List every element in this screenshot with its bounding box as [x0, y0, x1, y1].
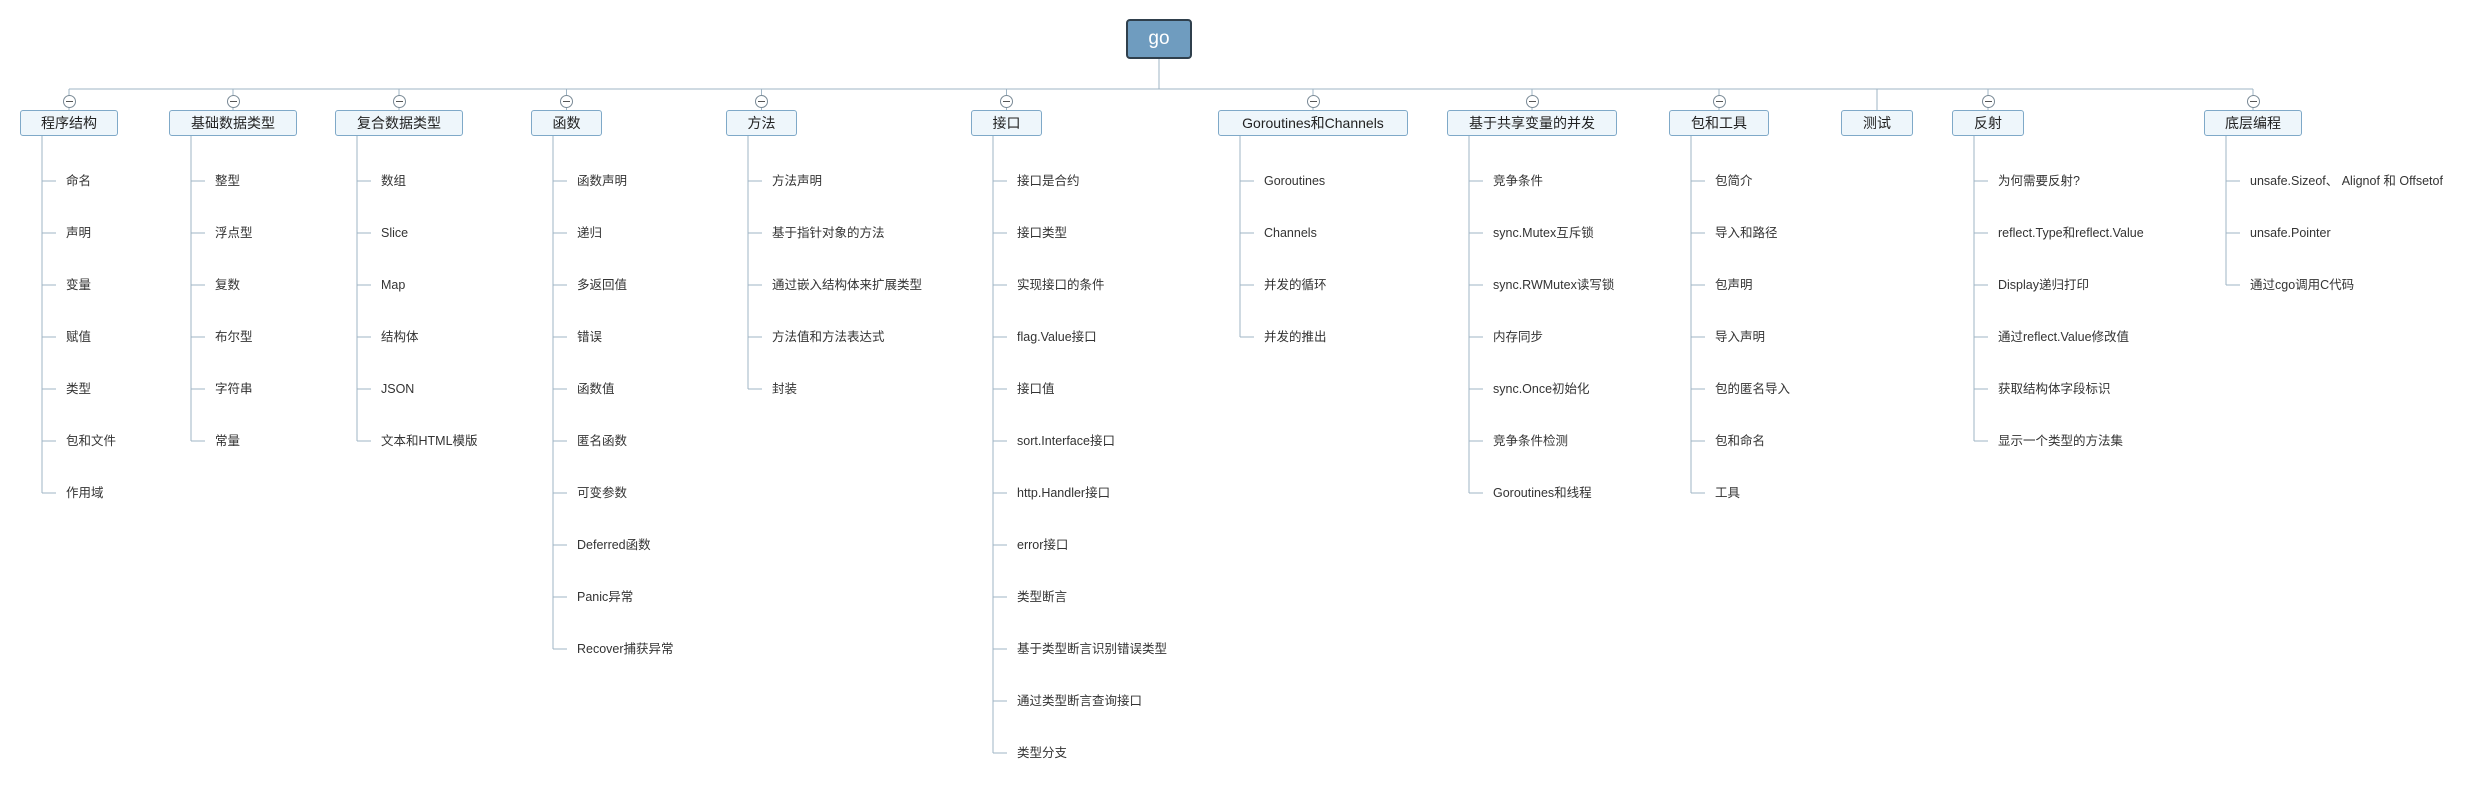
branch-node[interactable]: 复合数据类型 [335, 110, 463, 136]
leaf-node[interactable]: 接口值 [1017, 382, 1055, 396]
leaf-node[interactable]: 函数声明 [577, 174, 628, 188]
branch-node[interactable]: 基础数据类型 [169, 110, 297, 136]
leaf-node[interactable]: 类型 [66, 382, 92, 396]
leaf-node[interactable]: 基于类型断言识别错误类型 [1017, 642, 1168, 656]
leaf-node[interactable]: 作用域 [66, 486, 104, 500]
leaf-node[interactable]: 包声明 [1715, 278, 1753, 292]
leaf-node[interactable]: 函数值 [577, 382, 615, 396]
leaf-node[interactable]: 接口是合约 [1017, 174, 1080, 188]
root-node[interactable]: go [1126, 19, 1192, 59]
leaf-node[interactable]: 通过cgo调用C代码 [2250, 278, 2355, 292]
leaf-node[interactable]: 变量 [66, 278, 92, 292]
branch-node[interactable]: 底层编程 [2204, 110, 2302, 136]
leaf-node[interactable]: 包的匿名导入 [1715, 382, 1791, 396]
collapse-toggle-icon[interactable] [62, 95, 76, 108]
branch-node[interactable]: 程序结构 [20, 110, 118, 136]
leaf-node[interactable]: 通过类型断言查询接口 [1017, 694, 1143, 708]
leaf-node[interactable]: 匿名函数 [577, 434, 628, 448]
leaf-node[interactable]: Channels [1264, 226, 1317, 240]
leaf-node[interactable]: reflect.Type和reflect.Value [1998, 226, 2144, 240]
leaf-node[interactable]: 导入声明 [1715, 330, 1766, 344]
leaf-node[interactable]: http.Handler接口 [1017, 486, 1111, 500]
leaf-node[interactable]: 类型分支 [1017, 746, 1068, 760]
leaf-node[interactable]: flag.Value接口 [1017, 330, 1097, 344]
leaf-node[interactable]: unsafe.Sizeof、 Alignof 和 Offsetof [2250, 174, 2443, 188]
collapse-toggle-icon[interactable] [1306, 95, 1320, 108]
leaf-node[interactable]: 封装 [772, 382, 798, 396]
leaf-node[interactable]: Recover捕获异常 [577, 642, 674, 656]
collapse-toggle-icon[interactable] [226, 95, 240, 108]
leaf-node[interactable]: 方法值和方法表达式 [772, 330, 885, 344]
leaf-node[interactable]: 显示一个类型的方法集 [1998, 434, 2124, 448]
leaf-node[interactable]: 竞争条件 [1493, 174, 1544, 188]
collapse-toggle-icon[interactable] [392, 95, 406, 108]
leaf-node[interactable]: 方法声明 [772, 174, 823, 188]
collapse-toggle-icon[interactable] [1525, 95, 1539, 108]
leaf-node[interactable]: Map [381, 278, 406, 292]
branch-node[interactable]: Goroutines和Channels [1218, 110, 1408, 136]
leaf-node[interactable]: Panic异常 [577, 590, 634, 604]
leaf-node[interactable]: 导入和路径 [1715, 226, 1778, 240]
collapse-toggle-icon[interactable] [560, 95, 573, 108]
branch-node[interactable]: 测试 [1841, 110, 1913, 136]
leaf-node[interactable]: 可变参数 [577, 486, 628, 500]
leaf-node[interactable]: 数组 [381, 174, 407, 188]
leaf-node[interactable]: 类型断言 [1017, 590, 1068, 604]
branch-node[interactable]: 基于共享变量的并发 [1447, 110, 1617, 136]
branch-node[interactable]: 方法 [726, 110, 797, 136]
branch-node[interactable]: 接口 [971, 110, 1042, 136]
leaf-node[interactable]: 包简介 [1715, 174, 1753, 188]
leaf-node[interactable]: 复数 [215, 278, 241, 292]
leaf-node[interactable]: 整型 [215, 174, 241, 188]
leaf-node[interactable]: Deferred函数 [577, 538, 651, 552]
leaf-node[interactable]: 赋值 [66, 330, 92, 344]
leaf-node[interactable]: sort.Interface接口 [1017, 434, 1115, 448]
leaf-node[interactable]: 命名 [66, 174, 92, 188]
leaf-node[interactable]: 声明 [66, 226, 92, 240]
leaf-node[interactable]: error接口 [1017, 538, 1069, 552]
leaf-node[interactable]: 通过reflect.Value修改值 [1998, 330, 2130, 344]
leaf-node[interactable]: sync.RWMutex读写锁 [1493, 278, 1615, 292]
leaf-node[interactable]: 字符串 [215, 382, 253, 396]
leaf-node[interactable]: 常量 [215, 434, 241, 448]
leaf-node[interactable]: Goroutines和线程 [1493, 486, 1592, 500]
leaf-node[interactable]: 通过嵌入结构体来扩展类型 [772, 278, 923, 292]
leaf-node[interactable]: 布尔型 [215, 330, 253, 344]
leaf-node[interactable]: 为何需要反射? [1998, 174, 2080, 188]
collapse-toggle-icon[interactable] [2246, 95, 2260, 108]
leaf-node[interactable]: 并发的推出 [1264, 330, 1327, 344]
leaf-node[interactable]: 包和文件 [66, 434, 117, 448]
leaf-node[interactable]: 工具 [1715, 486, 1741, 500]
leaf-node[interactable]: 接口类型 [1017, 226, 1068, 240]
leaf-node[interactable]: 递归 [577, 226, 603, 240]
leaf-node[interactable]: 包和命名 [1715, 434, 1766, 448]
leaf-node[interactable]: 基于指针对象的方法 [772, 226, 885, 240]
leaf-node[interactable]: 结构体 [381, 330, 419, 344]
leaf-node[interactable]: 并发的循环 [1264, 278, 1327, 292]
leaf-node[interactable]: Slice [381, 226, 409, 240]
collapse-toggle-icon[interactable] [1981, 95, 1995, 108]
branch-node[interactable]: 反射 [1952, 110, 2024, 136]
collapse-toggle-icon[interactable] [1000, 95, 1013, 108]
collapse-toggle-icon[interactable] [1712, 95, 1726, 108]
leaf-node[interactable]: 实现接口的条件 [1017, 278, 1105, 292]
leaf-node[interactable]: 错误 [577, 330, 603, 344]
leaf-node[interactable]: 获取结构体字段标识 [1998, 382, 2111, 396]
leaf-node[interactable]: unsafe.Pointer [2250, 226, 2331, 240]
leaf-node[interactable]: Goroutines [1264, 174, 1326, 188]
leaf-node[interactable]: JSON [381, 382, 415, 396]
leaf-node[interactable]: 内存同步 [1493, 330, 1544, 344]
leaf-node[interactable]: sync.Once初始化 [1493, 382, 1590, 396]
leaf-node[interactable]: 浮点型 [215, 226, 253, 240]
branch-node[interactable]: 包和工具 [1669, 110, 1769, 136]
leaf-node[interactable]: Display递归打印 [1998, 278, 2089, 292]
branch-node[interactable]: 函数 [531, 110, 602, 136]
leaf-node[interactable]: 文本和HTML模版 [381, 434, 478, 448]
leaf-node[interactable]: sync.Mutex互斥锁 [1493, 226, 1594, 240]
leaf-node[interactable]: 多返回值 [577, 278, 628, 292]
leaf-node[interactable]: 竞争条件检测 [1493, 434, 1569, 448]
collapse-toggle-icon[interactable] [755, 95, 768, 108]
